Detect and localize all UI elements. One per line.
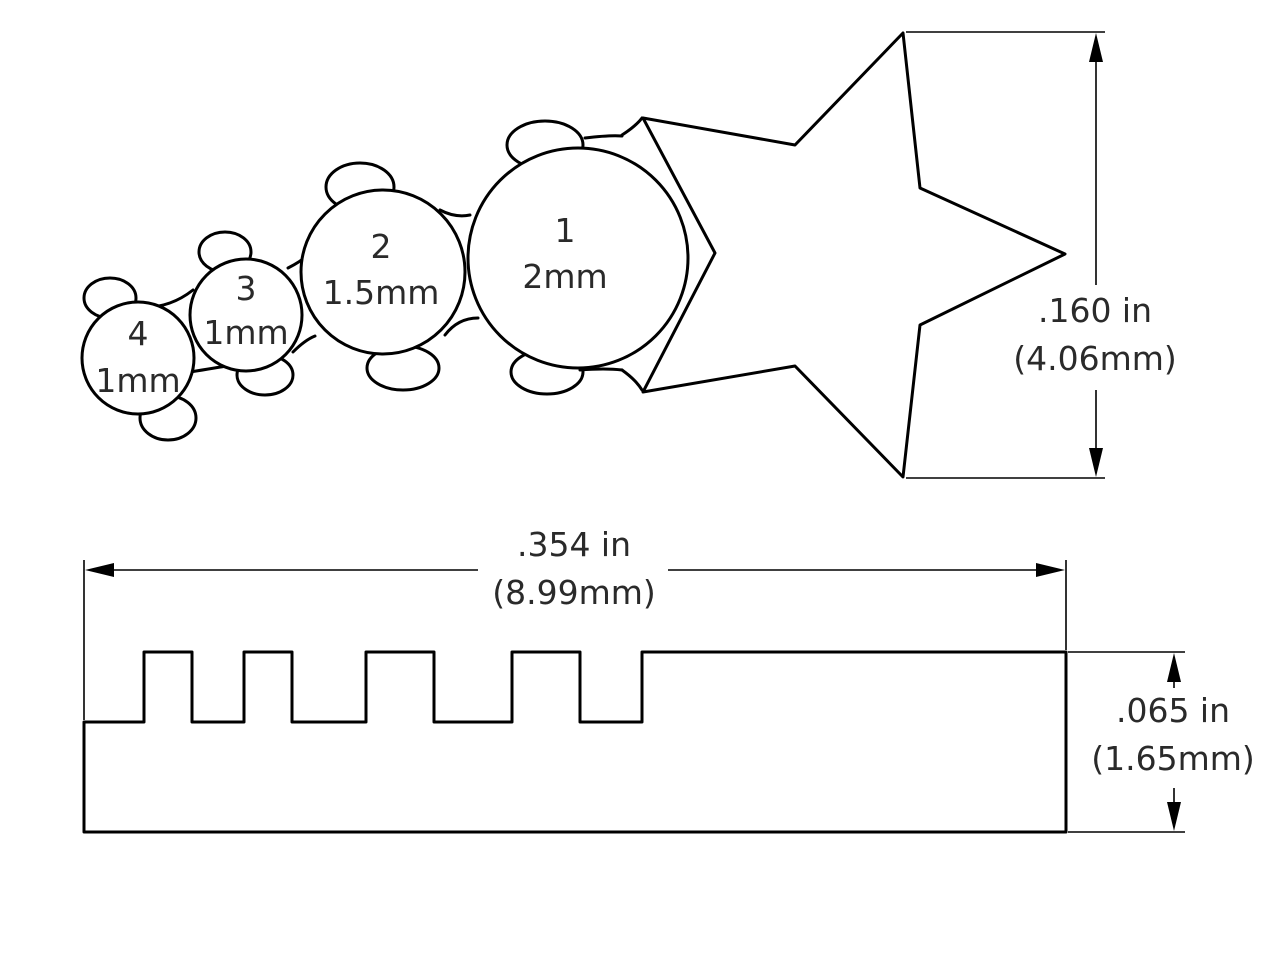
arrow-up-icon bbox=[1167, 653, 1181, 682]
arrow-down-icon bbox=[1089, 448, 1103, 477]
stones bbox=[80, 146, 690, 416]
thickness-mm: (1.65mm) bbox=[1091, 739, 1255, 778]
side-profile bbox=[82, 650, 1068, 834]
height-inches: .160 in bbox=[1038, 291, 1152, 330]
length-dimension: .354 in (8.99mm) bbox=[83, 525, 1067, 720]
length-inches: .354 in bbox=[517, 525, 631, 564]
stone-4-size: 1mm bbox=[95, 361, 180, 400]
stone-1-circle bbox=[466, 146, 690, 370]
length-mm: (8.99mm) bbox=[492, 573, 656, 612]
stone-2-circle bbox=[299, 188, 467, 356]
thickness-dimension: .065 in (1.65mm) bbox=[1068, 651, 1255, 833]
stone-3-number: 3 bbox=[236, 269, 257, 308]
arrow-left-icon bbox=[85, 563, 114, 577]
stone-1-size: 2mm bbox=[522, 257, 607, 296]
height-mm: (4.06mm) bbox=[1013, 339, 1177, 378]
stone-4-number: 4 bbox=[128, 314, 149, 353]
stone-2-number: 2 bbox=[371, 227, 392, 266]
stone-1-number: 1 bbox=[555, 211, 576, 250]
thickness-inches: .065 in bbox=[1116, 691, 1230, 730]
stone-3-circle bbox=[188, 257, 304, 373]
star-outline bbox=[641, 31, 1067, 479]
stone-3-size: 1mm bbox=[203, 313, 288, 352]
top-view: 1 2mm 2 1.5mm 3 1mm 4 1mm .160 in (4.06m… bbox=[80, 31, 1177, 479]
stone-labels: 1 2mm 2 1.5mm 3 1mm 4 1mm bbox=[95, 211, 607, 400]
arrow-down-icon bbox=[1167, 802, 1181, 831]
side-view: .354 in (8.99mm) .065 in (1.65mm) bbox=[82, 525, 1255, 834]
stone-2-size: 1.5mm bbox=[323, 273, 440, 312]
arrow-right-icon bbox=[1036, 563, 1065, 577]
arrow-up-icon bbox=[1089, 33, 1103, 62]
height-dimension: .160 in (4.06mm) bbox=[906, 31, 1177, 479]
stone-4-circle bbox=[80, 300, 196, 416]
